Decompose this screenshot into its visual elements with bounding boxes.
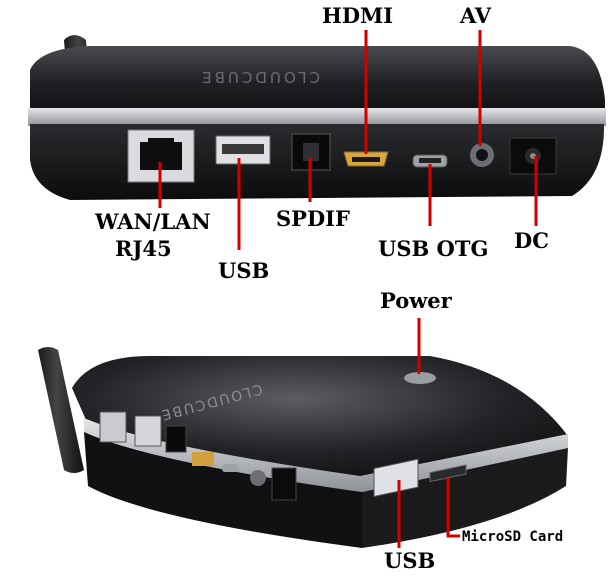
brand-logo-top: CLOUDCUBE [199,68,320,86]
spdif-label: SPDIF [276,206,350,231]
spdif-port-bottom-icon [165,425,187,453]
antenna-bottom [38,347,84,473]
bottom-callout-lines [397,318,460,548]
right-face-bottom [362,448,568,548]
usb-label-top: USB [218,258,270,283]
top-lid [30,46,605,118]
power-label: Power [380,288,452,313]
bottom-lid [72,356,568,478]
bottom-device: CLOUDCUBE [38,347,568,548]
microsd-label: MicroSD Card [462,529,564,545]
rj45-label: RJ45 [115,236,172,261]
usb-label-bottom: USB [384,548,436,573]
wan-lan-label: WAN/LAN [95,209,211,234]
hdmi-label: HDMI [322,3,394,28]
usb-otg-label: USB OTG [378,236,489,261]
silver-rim-top [28,108,606,126]
av-port-bottom-icon [250,470,266,486]
micro-usb-bottom-icon [222,464,238,472]
rj45-port-bottom-icon [99,411,127,443]
usb-side-port-icon [373,458,419,498]
usb-port-bottom-icon [134,415,162,447]
top-device: CLOUDCUBE [28,35,606,200]
power-button-icon [404,372,436,384]
hdmi-port-bottom-icon [192,452,214,466]
top-callout-lines [158,30,538,250]
microsd-slot-icon [429,464,467,483]
dc-port-bottom-icon [271,467,297,501]
rear-face-bottom [84,432,362,548]
dc-label: DC [514,228,549,253]
av-label: AV [460,3,492,28]
